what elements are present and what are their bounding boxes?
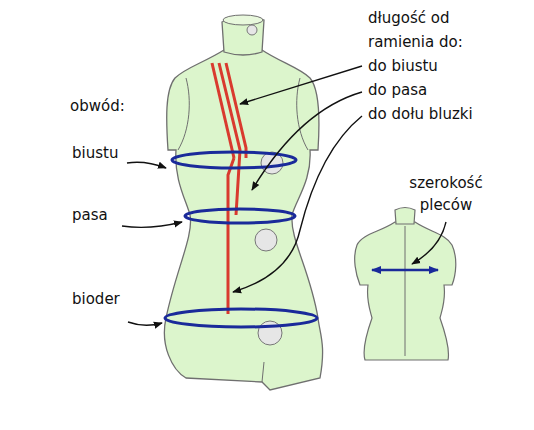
length-lines: [212, 63, 246, 314]
back-width-arrow: [372, 269, 438, 272]
measurement-label: do biustu: [368, 54, 438, 78]
waist-ellipse: [185, 209, 295, 223]
adjust-dial: [255, 229, 277, 251]
leader-arrow: [252, 92, 362, 190]
leader-arrows: [122, 66, 446, 325]
length-line: [226, 63, 246, 158]
back-seam: [405, 226, 406, 356]
leader-arrow: [122, 222, 182, 227]
back-torso: [355, 222, 456, 360]
measurement-label: obwód:: [70, 94, 125, 118]
back-neck: [395, 208, 415, 225]
length-line: [228, 158, 234, 314]
leader-arrow: [412, 222, 446, 264]
neck-cap: [223, 15, 263, 25]
measurement-label: do dołu bluzki: [368, 102, 473, 126]
measurement-label: pasa: [72, 203, 108, 227]
front-torso: [164, 50, 322, 390]
hip-ellipse: [165, 309, 317, 327]
measurement-label: bioder: [72, 287, 120, 311]
measurement-label: szerokość pleców: [396, 172, 496, 216]
leader-arrow: [127, 162, 166, 168]
measurement-label: długość od ramienia do:: [368, 6, 498, 54]
leader-arrow: [233, 116, 362, 292]
armhole-right: [297, 78, 308, 150]
bust-ellipse: [172, 152, 296, 168]
measurement-label: biustu: [72, 141, 118, 165]
adjust-dial: [247, 25, 257, 35]
circumference-lines: [165, 152, 317, 327]
measurement-label: do pasa: [368, 78, 427, 102]
leg-split: [262, 362, 264, 382]
leader-arrow: [128, 322, 162, 325]
armhole-left: [178, 78, 189, 150]
